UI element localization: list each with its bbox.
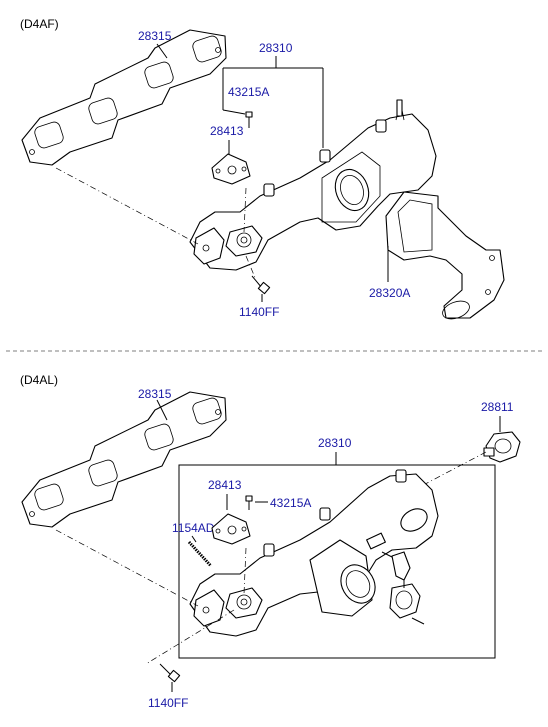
- assembly-frame: [178, 464, 496, 659]
- bolt-1140ff[interactable]: [251, 275, 271, 295]
- label-bolt: 1140FF: [239, 305, 279, 319]
- pin-1154ad[interactable]: [187, 540, 213, 568]
- label-plate: 28413: [210, 124, 244, 138]
- label-plug: 28811: [481, 400, 514, 414]
- exhaust-manifold-28310[interactable]: [189, 469, 439, 637]
- stud-43215a[interactable]: [245, 111, 253, 128]
- exhaust-manifold-28310[interactable]: [189, 99, 437, 271]
- label-elbow: 28320A: [369, 286, 410, 300]
- elbow-pipe-28320a[interactable]: [385, 191, 505, 322]
- label-plate: 28413: [208, 478, 242, 492]
- variant-label: (D4AF): [20, 17, 59, 31]
- label-manifold: 28310: [318, 436, 352, 450]
- bolt-1140ff[interactable]: [159, 663, 181, 683]
- label-pin: 1154AD: [172, 521, 215, 535]
- label-stud: 43215A: [270, 496, 311, 510]
- label-stud: 43215A: [228, 85, 269, 99]
- egr-valve[interactable]: [381, 551, 425, 625]
- plug-28811[interactable]: [483, 431, 521, 463]
- section-d4af: (D4AF) 28315 28310 43215A 28413: [20, 17, 505, 322]
- section-d4al: (D4AL) 28315 28811 28310 28413 43215A: [20, 373, 521, 710]
- label-manifold: 28310: [259, 41, 293, 55]
- stud-43215a[interactable]: [245, 495, 253, 510]
- gasket-28315[interactable]: [21, 29, 227, 166]
- label-gasket: 28315: [138, 29, 172, 43]
- gasket-28315[interactable]: [21, 391, 227, 528]
- plate-28413[interactable]: [211, 513, 251, 545]
- label-bolt: 1140FF: [148, 696, 188, 710]
- variant-label: (D4AL): [20, 373, 58, 387]
- label-gasket: 28315: [138, 387, 172, 401]
- plate-28413[interactable]: [211, 153, 251, 185]
